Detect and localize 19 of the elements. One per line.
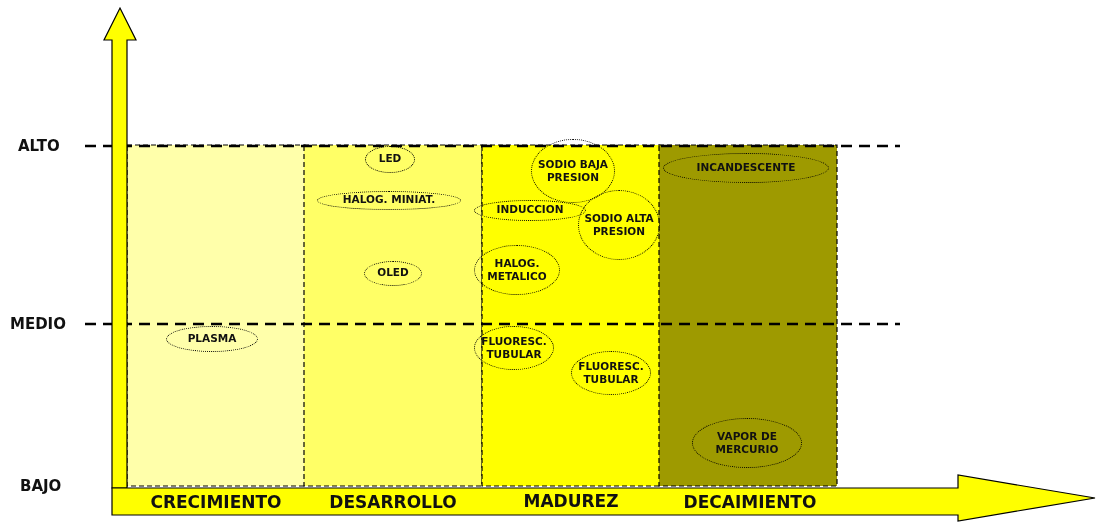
level-label: BAJO xyxy=(20,477,62,495)
lamp-label: FLUORESC. TUBULAR xyxy=(480,334,548,362)
lamp-label: INDUCCION xyxy=(496,203,564,217)
lamp-label: FLUORESC. TUBULAR xyxy=(577,359,645,387)
lamp-label: SODIO ALTA PRESION xyxy=(583,211,655,239)
level-label: MEDIO xyxy=(10,315,66,333)
level-label: ALTO xyxy=(18,137,60,155)
stage-label: MADUREZ xyxy=(523,491,619,511)
lamp-label: INCANDESCENTE xyxy=(696,161,796,175)
stage-label: CRECIMIENTO xyxy=(150,492,282,512)
lamp-label: PLASMA xyxy=(187,332,237,346)
lamp-label: LED xyxy=(378,152,402,166)
lamp-label: OLED xyxy=(377,266,409,280)
lamp-label: SODIO BAJA PRESION xyxy=(537,157,609,185)
lamp-label: HALOG. MINIAT. xyxy=(342,193,436,207)
lamp-label: VAPOR DE MERCURIO xyxy=(714,429,780,457)
stage-label: DESARROLLO xyxy=(329,492,457,512)
lamp-label: HALOG. METALICO xyxy=(486,256,548,284)
stage-label: DECAIMIENTO xyxy=(683,492,817,512)
